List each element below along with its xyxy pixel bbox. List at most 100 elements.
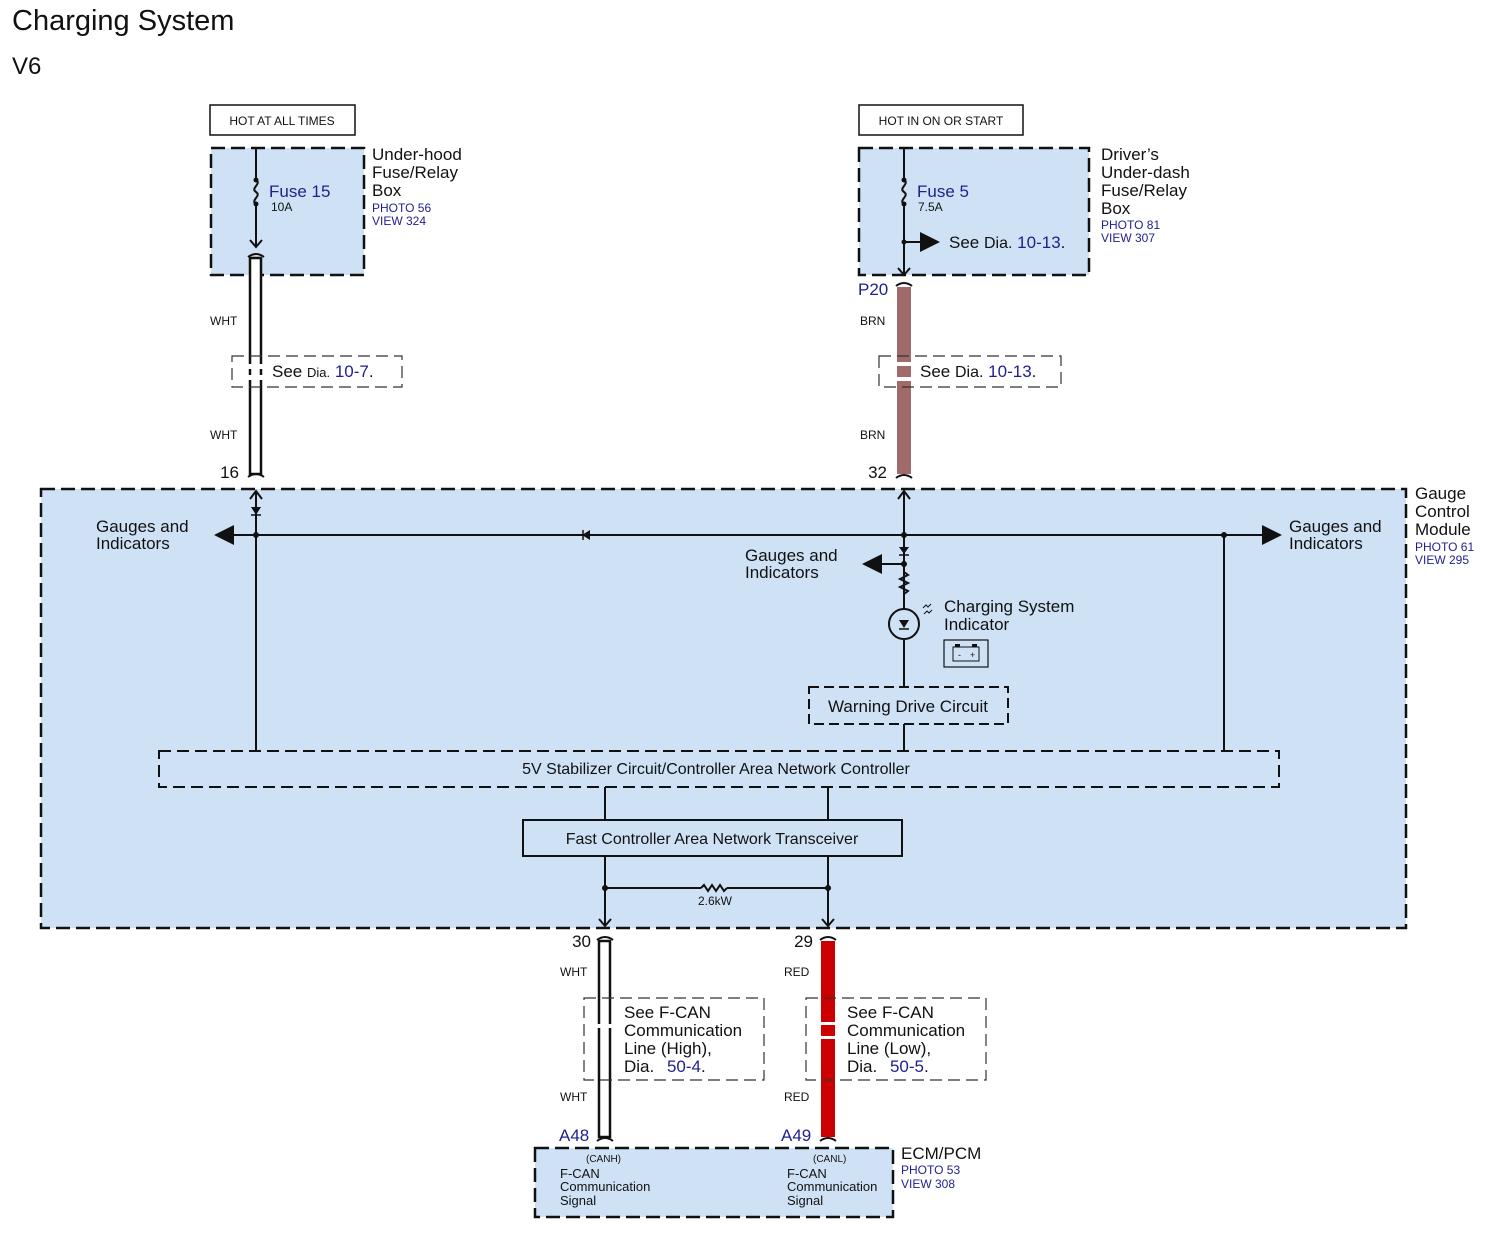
fuse-5-rating: 7.5A xyxy=(918,200,943,214)
dia-10-7-link[interactable]: 10-7 xyxy=(335,362,369,381)
indicator-line-1: Charging System xyxy=(944,597,1074,616)
canl-signal-line-1: F-CAN xyxy=(787,1166,827,1181)
indicator-line-2: Indicator xyxy=(944,615,1010,634)
wire-color-label: RED xyxy=(784,1090,810,1104)
fuse-box-name-line-3: Fuse/Relay xyxy=(1101,181,1187,200)
pin-30: 30 xyxy=(572,932,591,951)
gauges-right-line-2: Indicators xyxy=(1289,534,1363,553)
see-dia-ref: See Dia. 10-13. xyxy=(920,362,1036,381)
wire-color-label: BRN xyxy=(860,314,885,328)
page-title: Charging System xyxy=(12,5,234,37)
wire-color-label: WHT xyxy=(560,965,588,979)
connector-p20: P20 xyxy=(858,280,888,299)
right-power-source: HOT IN ON OR START Fuse 5 7.5A See Dia. … xyxy=(857,104,1190,277)
fuse-box-name-line-2: Under-dash xyxy=(1101,163,1190,182)
hot-in-on-or-start-label: HOT IN ON OR START xyxy=(879,114,1004,128)
ecm-name: ECM/PCM xyxy=(901,1144,981,1163)
light-emission-icon xyxy=(922,603,933,615)
pin-16: 16 xyxy=(220,463,239,482)
canh-signal-line-2: Communication xyxy=(560,1179,650,1194)
stabilizer-box xyxy=(158,750,1280,788)
diode-icon xyxy=(582,530,590,540)
module-name-line-3: Module xyxy=(1415,520,1471,539)
canl-ref-line-1: See F-CAN xyxy=(847,1003,934,1022)
left-power-source: HOT AT ALL TIMES Fuse 15 10A Under-hood … xyxy=(209,104,462,277)
hot-label-box xyxy=(858,104,1024,136)
canl-signal-line-3: Signal xyxy=(787,1193,823,1208)
dia-50-4-link[interactable]: 50-4 xyxy=(667,1057,701,1076)
gauges-mid-line-2: Indicators xyxy=(745,563,819,582)
fuse-15-label[interactable]: Fuse 15 xyxy=(269,182,330,201)
warning-drive-circuit-box xyxy=(808,686,1009,725)
wire-color-label: RED xyxy=(784,965,810,979)
dia-10-13-link[interactable]: 10-13 xyxy=(1017,233,1060,252)
canl-signal-line-2: Communication xyxy=(787,1179,877,1194)
gauges-left-line-2: Indicators xyxy=(96,534,170,553)
left-wire-wht: WHT WHT See Dia. 10-7. 16 xyxy=(210,253,403,482)
ecm-pin-a49: A49 xyxy=(781,1126,811,1145)
fuse-15-rating: 10A xyxy=(271,200,292,214)
right-wire-brn: P20 BRN BRN See Dia. 10-13. 32 xyxy=(858,280,1062,482)
underdash-fuse-box xyxy=(859,148,1089,275)
fuse-5-label[interactable]: Fuse 5 xyxy=(917,182,969,201)
ecm-pcm: (CANH) F-CAN Communication Signal (CANL)… xyxy=(533,1144,981,1219)
canh-ref-line-1: See F-CAN xyxy=(624,1003,711,1022)
underhood-fuse-box xyxy=(211,148,364,275)
pin-32: 32 xyxy=(868,463,887,482)
dia-50-5-link[interactable]: 50-5 xyxy=(890,1057,924,1076)
fuse-box-name-line-3: Box xyxy=(372,181,402,200)
resistor-icon xyxy=(700,883,728,893)
canh-wire: 30 WHT WHT See F-CAN Communication Line … xyxy=(559,932,765,1145)
fuse-box-name-line-1: Under-hood xyxy=(372,145,462,164)
diode-icon xyxy=(899,547,909,554)
ecm-view-link[interactable]: VIEW 308 xyxy=(901,1177,955,1191)
canh-ref-line-2: Communication xyxy=(624,1021,742,1040)
canh-ref-line-3: Line (High), xyxy=(624,1039,712,1058)
wire-color-label: WHT xyxy=(560,1090,588,1104)
svg-text:Dia. 50-5.: Dia. 50-5. xyxy=(847,1057,929,1076)
canh-signal-line-1: F-CAN xyxy=(560,1166,600,1181)
fuse-box-photo-link[interactable]: PHOTO 56 xyxy=(372,201,431,215)
gauge-control-module: Gauge Control Module PHOTO 61 VIEW 295 G… xyxy=(39,484,1474,930)
module-name-line-1: Gauge xyxy=(1415,484,1466,503)
pin-29: 29 xyxy=(794,932,813,951)
wire-color-label: WHT xyxy=(210,314,238,328)
battery-icon: - + xyxy=(943,639,989,668)
wire-wht[interactable] xyxy=(597,939,612,1139)
warning-drive-circuit-label: Warning Drive Circuit xyxy=(828,697,988,716)
dia-10-13-link[interactable]: 10-13 xyxy=(988,362,1031,381)
page-subtitle: V6 xyxy=(12,53,41,80)
wire-color-label: BRN xyxy=(860,428,885,442)
canl-wire: 29 RED RED See F-CAN Communication Line … xyxy=(781,932,987,1145)
wire-color-label: WHT xyxy=(210,428,238,442)
module-name-line-2: Control xyxy=(1415,502,1470,521)
gauges-mid-line-1: Gauges and xyxy=(745,546,838,565)
see-dia-ref: See Dia. 10-7. xyxy=(272,362,374,381)
fuse-icon xyxy=(901,179,907,205)
module-view-link[interactable]: VIEW 295 xyxy=(1415,553,1469,567)
ecm-photo-link[interactable]: PHOTO 53 xyxy=(901,1163,960,1177)
canh-signal-line-3: Signal xyxy=(560,1193,596,1208)
ecm-pin-a48: A48 xyxy=(559,1126,589,1145)
resistor-value: 2.6kW xyxy=(698,894,733,908)
canl-tag: (CANL) xyxy=(813,1154,846,1165)
resistor-icon xyxy=(897,571,911,595)
svg-text:Dia. 50-4.: Dia. 50-4. xyxy=(624,1057,706,1076)
hot-label-box xyxy=(209,104,356,136)
module-photo-link[interactable]: PHOTO 61 xyxy=(1415,540,1474,554)
diode-icon xyxy=(251,507,261,515)
transceiver-box xyxy=(522,819,903,857)
fuse-box-view-link[interactable]: VIEW 307 xyxy=(1101,231,1155,245)
fuse-icon xyxy=(253,179,259,205)
fuse-box-view-link[interactable]: VIEW 324 xyxy=(372,214,426,228)
fuse-box-name-line-2: Fuse/Relay xyxy=(372,163,458,182)
fuse-box-name-line-1: Driver’s xyxy=(1101,145,1159,164)
see-dia-branch-ref: See Dia. 10-13. xyxy=(949,233,1065,252)
svg-text:-: - xyxy=(958,650,961,660)
transceiver-label: Fast Controller Area Network Transceiver xyxy=(566,831,859,848)
fuse-box-photo-link[interactable]: PHOTO 81 xyxy=(1101,218,1160,232)
stabilizer-label: 5V Stabilizer Circuit/Controller Area Ne… xyxy=(522,761,910,778)
gauges-left-line-1: Gauges and xyxy=(96,517,189,536)
canl-ref-line-2: Communication xyxy=(847,1021,965,1040)
